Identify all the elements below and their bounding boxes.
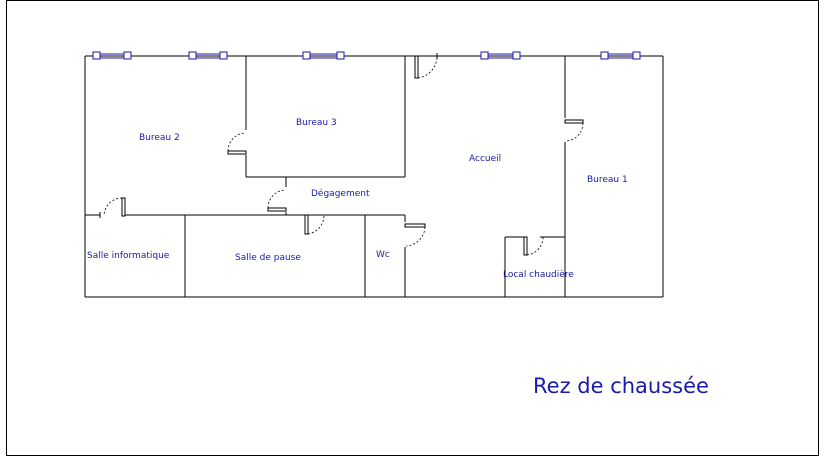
window [480, 51, 521, 60]
room-label-accueil: Accueil [469, 154, 501, 164]
door [267, 189, 287, 212]
window [600, 51, 641, 60]
window [188, 51, 228, 60]
room-label-bureau2: Bureau 2 [139, 133, 180, 143]
door [304, 214, 325, 235]
room-label-bureau1: Bureau 1 [587, 175, 628, 185]
doors [99, 53, 584, 256]
door [99, 197, 126, 218]
room-label-salle-de-pause: Salle de pause [235, 253, 301, 263]
window [302, 51, 345, 60]
door [564, 119, 584, 142]
page-border [6, 0, 819, 456]
entrance-door [414, 53, 438, 79]
room-label-wc: Wc [376, 250, 390, 260]
door [404, 223, 426, 247]
door [523, 236, 544, 256]
windows [92, 51, 641, 60]
room-label-degagement: Dégagement [311, 188, 370, 199]
room-label-bureau3: Bureau 3 [296, 118, 337, 128]
window [92, 51, 132, 60]
room-label-salle-informatique: Salle informatique [87, 251, 170, 261]
room-label-local-chaudiere: Local chaudière [503, 269, 574, 280]
plan-title: Rez de chaussée [533, 374, 709, 398]
walls [84, 55, 664, 298]
door [227, 132, 247, 155]
